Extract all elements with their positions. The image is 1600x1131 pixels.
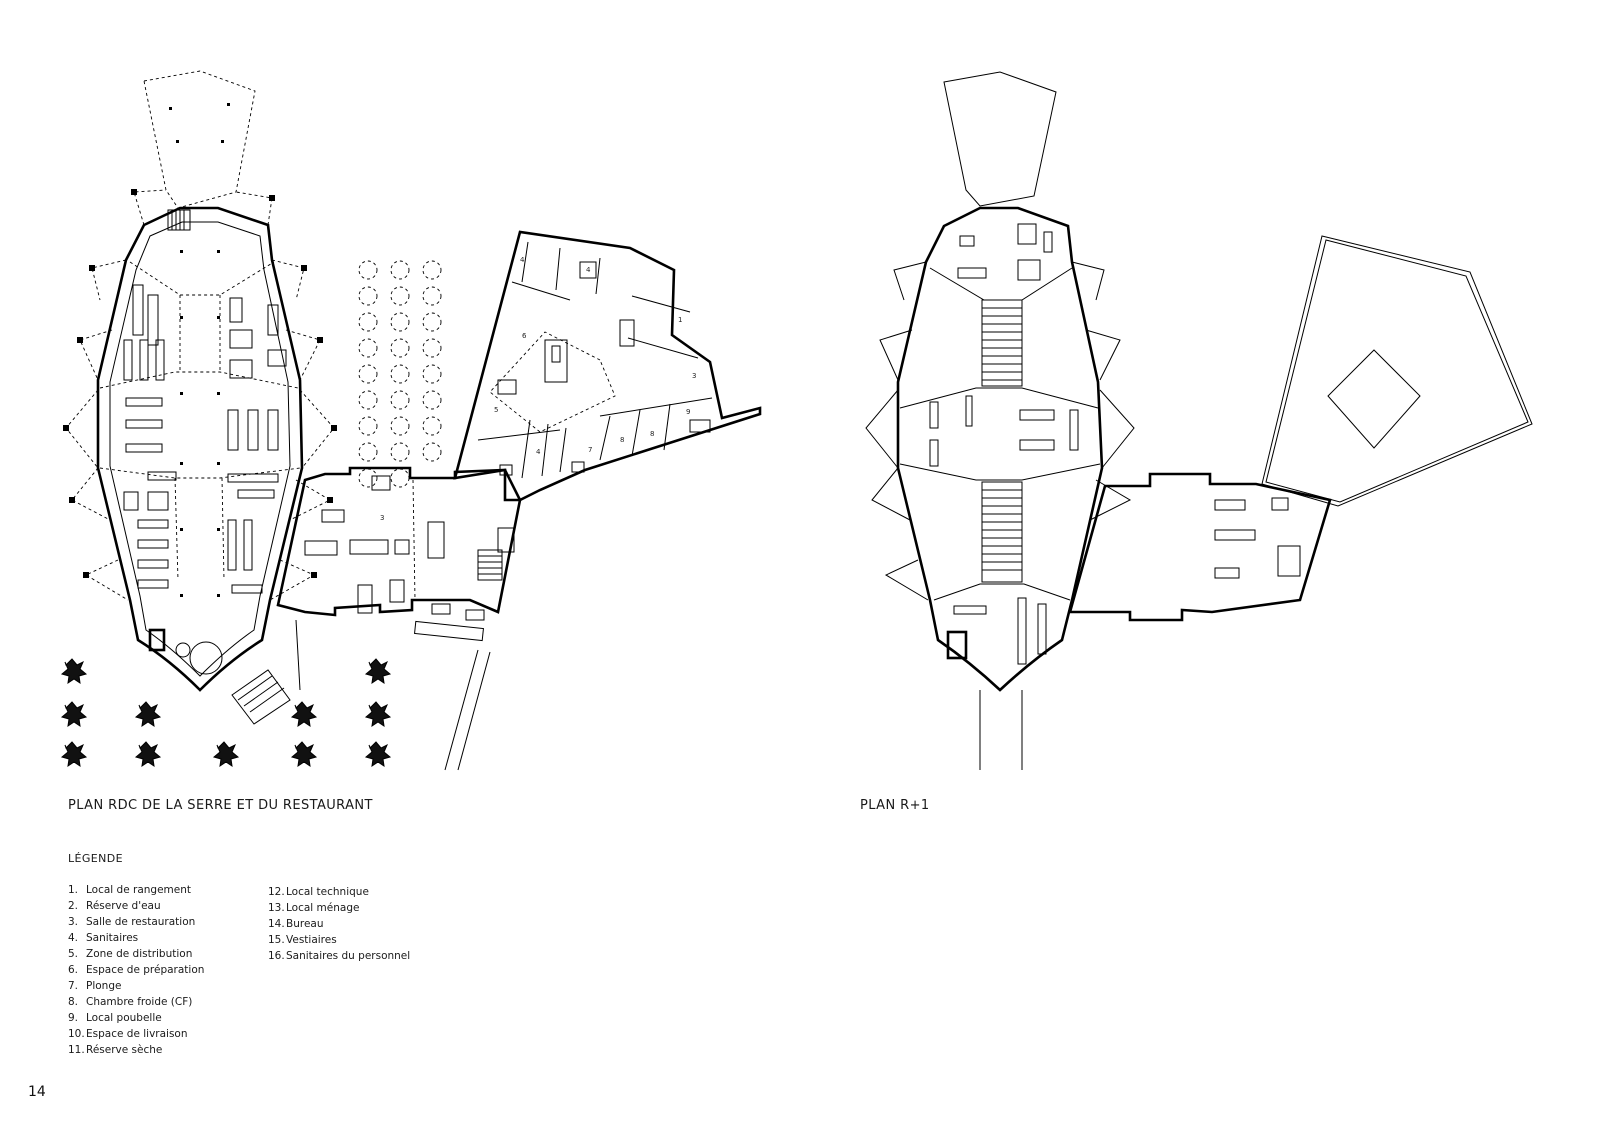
legend-list-left: 1.Local de rangement 2.Réserve d'eau 3.S… [68,882,204,1058]
page-number: 14 [28,1084,46,1100]
legend-item: 15.Vestiaires [268,934,337,946]
legend-title: LÉGENDE [68,852,124,865]
legend-item: 3.Salle de restauration [68,916,196,928]
entrance-steps [231,669,291,725]
first-floor-plan [865,71,1533,770]
legend-item: 12.Local technique [268,886,369,898]
greenhouse-columns [180,250,220,597]
restaurant-stair [477,549,503,581]
legend-item: 13.Local ménage [268,902,360,914]
planting-trays [123,284,287,594]
kitchen-partitions [477,241,713,479]
greenhouse-inner-wall [109,221,291,677]
delivery-bench [414,620,484,642]
svg-text:3: 3 [380,514,384,522]
ramp-rail [295,619,301,691]
water-tank-small [175,642,191,658]
svg-text:5: 5 [494,406,498,414]
greenhouse-outer-wall [96,206,304,692]
r1-canopy [943,71,1057,207]
legend-item: 5.Zone de distribution [68,948,193,960]
svg-text:6: 6 [522,332,527,340]
legend-item: 9.Local poubelle [68,1012,162,1024]
r1-greenhouse-outer-wall [896,206,1104,692]
kitchen-room-numbers: 4 4 6 5 7 8 8 9 1 3 4 3 [380,256,696,522]
greenhouse-canopy [143,70,256,209]
canopy-columns [169,103,230,143]
legend-item: 1.Local de rangement [68,884,192,896]
r1-entrance-path [979,690,1023,770]
delivery-ramp [444,649,491,771]
svg-text:8: 8 [650,430,654,438]
svg-text:9: 9 [686,408,690,416]
kitchen-outer-wall [453,230,762,502]
ground-floor-plan: 4 4 6 5 7 8 8 9 1 3 4 3 [60,70,762,771]
preparation-zone-outline [489,331,616,433]
legend-item: 8.Chambre froide (CF) [68,996,193,1008]
garden-shrubs [60,658,392,768]
dining-partition [412,479,416,601]
r1-tables [1214,497,1301,579]
water-well [148,628,166,652]
r1-terrace-inner [1265,239,1529,503]
legend-item: 11.Réserve sèche [68,1044,163,1056]
r1-buttresses [865,261,1135,601]
r1-terrace-outer [1261,235,1533,507]
r1-planting-trays [929,223,1079,665]
svg-text:4: 4 [536,448,541,456]
legend-item: 10.Espace de livraison [68,1028,188,1040]
r1-floor-lines [899,267,1101,601]
dining-tables [304,475,515,621]
ground-floor-plan-caption: PLAN RDC DE LA SERRE ET DU RESTAURANT [68,798,373,813]
orchard-trees [358,260,442,488]
r1-well [946,630,968,660]
kitchen-equipment [497,261,711,476]
first-floor-plan-caption: PLAN R+1 [860,798,930,813]
svg-text:1: 1 [678,316,682,324]
buttress-feet [63,189,337,578]
r1-terrace-skylight [1327,349,1421,449]
svg-text:4: 4 [586,266,591,274]
legend-item: 7.Plonge [68,980,122,992]
legend-list-right: 12.Local technique 13.Local ménage 14.Bu… [268,884,410,964]
legend-item: 16.Sanitaires du personnel [268,950,411,962]
r1-stair-treads [982,307,1022,571]
legend-item: 14.Bureau [268,918,324,930]
planting-zones [99,261,301,581]
greenhouse-buttresses [65,189,335,601]
water-tank-large [189,641,223,675]
floor-plans-drawing: 4 4 6 5 7 8 8 9 1 3 4 3 [60,70,1533,771]
svg-text:3: 3 [692,372,696,380]
restaurant-outer-wall [276,466,522,617]
svg-text:4: 4 [520,256,525,264]
svg-text:7: 7 [588,446,592,454]
legend-item: 6.Espace de préparation [68,964,205,976]
greenhouse-stair [167,209,191,231]
legend-item: 2.Réserve d'eau [68,900,161,912]
svg-text:8: 8 [620,436,624,444]
legend-item: 4.Sanitaires [68,932,139,944]
r1-restaurant-wall [1068,472,1332,622]
